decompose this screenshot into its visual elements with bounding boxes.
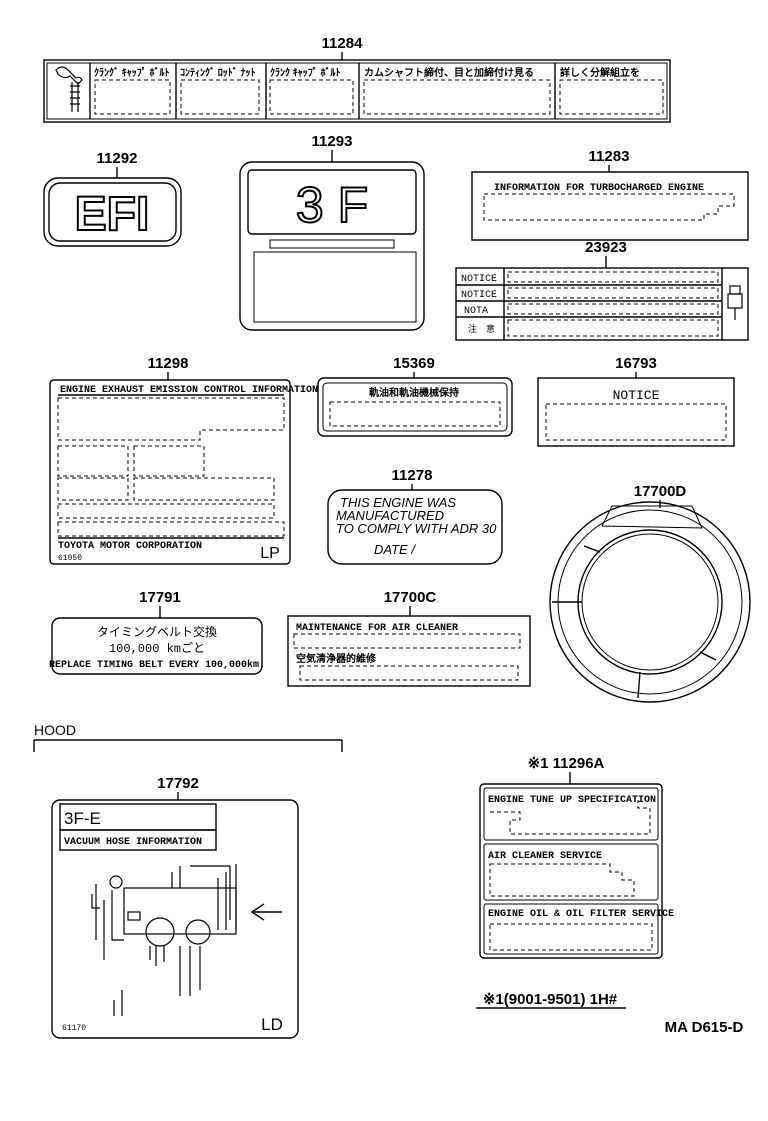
badge-3f-text: 3 F bbox=[296, 177, 368, 233]
notice-row-4: 注 意 bbox=[468, 323, 495, 335]
efi-text: EFI bbox=[75, 188, 150, 241]
timing-line-2: 100,000 kmごと bbox=[109, 640, 205, 656]
adr-line-3: TO COMPLY WITH ADR 30 bbox=[336, 521, 497, 536]
label-17700D-ring bbox=[549, 500, 751, 703]
notice-row-2: NOTICE bbox=[461, 290, 497, 301]
part-number-11278: 11278 bbox=[392, 467, 433, 484]
label-11284-cell-5: 詳しく分解組立を bbox=[560, 66, 640, 79]
label-17791-timing bbox=[51, 606, 263, 675]
adr-line-2: MANUFACTURED bbox=[336, 508, 444, 523]
label-11296A-spec bbox=[476, 772, 663, 1009]
label-11284-cell-3: ｸﾗﾝｸ ｷｬｯﾌﾟ ﾎﾞﾙﾄ bbox=[270, 66, 341, 79]
part-number-11284: 11284 bbox=[322, 35, 364, 52]
notice-16793-title: NOTICE bbox=[613, 388, 660, 403]
spec-section-3: ENGINE OIL & OIL FILTER SERVICE bbox=[488, 909, 674, 920]
emission-title: ENGINE EXHAUST EMISSION CONTROL INFORMAT… bbox=[60, 385, 318, 396]
label-11293-3f bbox=[239, 150, 425, 331]
timing-line-3: REPLACE TIMING BELT EVERY 100,000km. bbox=[49, 659, 265, 671]
spec-section-2: AIR CLEANER SERVICE bbox=[488, 851, 602, 862]
part-number-11292: 11292 bbox=[97, 150, 138, 167]
vacuum-subtitle: VACUUM HOSE INFORMATION bbox=[64, 837, 202, 848]
emission-lp: LP bbox=[260, 545, 280, 562]
part-number-17700D: 17700D bbox=[634, 483, 687, 500]
engine-diagram bbox=[91, 864, 237, 1016]
label-11284-cell-2: ｺﾝﾃｨﾝｸﾞ ﾛｯﾄﾞ ﾅｯﾄ bbox=[180, 66, 256, 79]
part-number-11293: 11293 bbox=[312, 133, 353, 150]
vacuum-code: 61170 bbox=[62, 1024, 86, 1033]
label-15369 bbox=[317, 372, 513, 437]
emission-code: 61050 bbox=[58, 554, 82, 563]
part-number-17700C: 17700C bbox=[384, 589, 437, 606]
hood-bracket bbox=[33, 739, 343, 752]
arrow-icon bbox=[250, 903, 282, 921]
wrench-icon bbox=[55, 66, 83, 112]
notice-row-1: NOTICE bbox=[461, 274, 497, 285]
label-11283-turbo bbox=[471, 165, 749, 241]
part-number-17791: 17791 bbox=[139, 589, 181, 606]
part-number-16793: 16793 bbox=[615, 355, 657, 372]
label-16793 bbox=[537, 372, 735, 447]
footnote: ※1(9001-9501) 1H# bbox=[483, 991, 618, 1008]
turbo-title: INFORMATION FOR TURBOCHARGED ENGINE bbox=[494, 183, 704, 194]
vacuum-title: 3F-E bbox=[64, 809, 101, 828]
label-11292-efi bbox=[43, 167, 182, 247]
spec-section-1: ENGINE TUNE UP SPECIFICATION bbox=[488, 795, 656, 806]
notice-row-3: NOTA bbox=[464, 306, 488, 317]
air-jp: 空気清浄器的維修 bbox=[296, 652, 377, 665]
part-number-23923: 23923 bbox=[585, 239, 627, 256]
part-number-11298: 11298 bbox=[148, 355, 189, 372]
part-number-17792: 17792 bbox=[157, 775, 199, 792]
adr-line-1: THIS ENGINE WAS bbox=[340, 495, 456, 510]
diagram-code: MA D615-D bbox=[665, 1019, 744, 1036]
timing-line-1: タイミングベルト交換 bbox=[97, 624, 217, 639]
label-11278-adr bbox=[327, 484, 503, 565]
emission-footer: TOYOTA MOTOR CORPORATION bbox=[58, 541, 202, 552]
label-17700C-air bbox=[287, 606, 531, 687]
oil-title: 軌油和軌油機械保持 bbox=[369, 386, 459, 399]
adr-date: DATE / bbox=[374, 542, 416, 557]
label-11284 bbox=[43, 52, 671, 123]
label-11284-cell-4: カムシャフト締付、目と加締付け見る bbox=[364, 66, 534, 79]
spark-plug-icon bbox=[727, 285, 743, 320]
air-title: MAINTENANCE FOR AIR CLEANER bbox=[296, 623, 458, 634]
part-number-15369: 15369 bbox=[393, 355, 435, 372]
label-23923-notice bbox=[455, 256, 749, 341]
hood-label: HOOD bbox=[34, 722, 76, 738]
label-17792-vacuum bbox=[51, 792, 299, 1039]
vacuum-ld: LD bbox=[261, 1015, 283, 1034]
label-11284-cell-1: ｸﾗﾝｸﾞ ｷｬｯﾌﾟ ﾎﾞﾙﾄ bbox=[94, 66, 170, 79]
part-number-11283: 11283 bbox=[589, 148, 630, 165]
label-11298-emission bbox=[49, 372, 291, 565]
part-number-11296A: ※1 11296A bbox=[528, 755, 605, 772]
